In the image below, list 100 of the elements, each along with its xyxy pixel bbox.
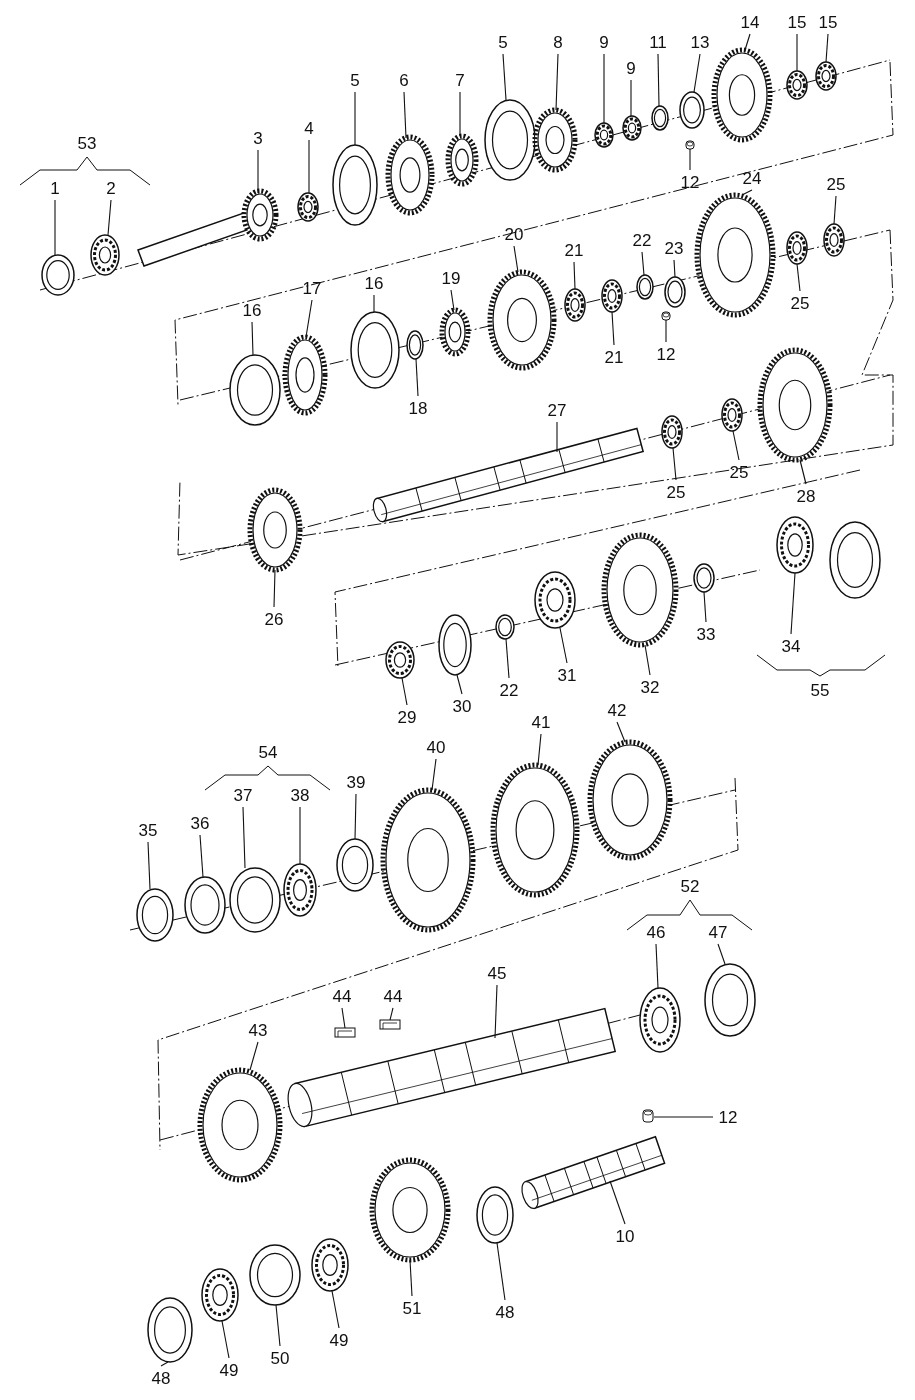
callout-number: 54 bbox=[257, 741, 279, 763]
ring-drawing bbox=[229, 354, 281, 426]
ring-drawing bbox=[136, 888, 174, 942]
leader-line bbox=[494, 984, 498, 1039]
gear-drawing bbox=[380, 787, 476, 933]
leader-line bbox=[537, 733, 542, 766]
callout-number: 4 bbox=[294, 117, 324, 139]
callout-number: 50 bbox=[265, 1347, 295, 1369]
callout-number: 32 bbox=[635, 676, 665, 698]
leader-line bbox=[744, 33, 751, 51]
callout-number: 11 bbox=[643, 31, 673, 53]
bearing-drawing bbox=[721, 398, 743, 432]
gear-drawing bbox=[601, 532, 679, 648]
ring-drawing bbox=[41, 254, 75, 296]
leader-line bbox=[665, 319, 667, 343]
leader-line bbox=[732, 430, 740, 461]
callout-number: 41 bbox=[526, 711, 556, 733]
leader-line bbox=[389, 1007, 394, 1021]
leader-line bbox=[790, 572, 796, 635]
callout-number: 18 bbox=[403, 397, 433, 419]
callout-number: 48 bbox=[490, 1301, 520, 1323]
leader-line bbox=[641, 251, 645, 276]
callout-number: 29 bbox=[392, 706, 422, 728]
callout-number: 35 bbox=[133, 819, 163, 841]
callout-number: 25 bbox=[724, 461, 754, 483]
leader-line bbox=[160, 1361, 169, 1367]
gear-drawing bbox=[241, 188, 279, 242]
callout-number: 34 bbox=[776, 635, 806, 657]
bearing-drawing bbox=[786, 70, 808, 100]
ring-drawing bbox=[476, 1186, 514, 1244]
bearing-drawing bbox=[815, 61, 837, 91]
leader-line bbox=[221, 1320, 230, 1359]
plug-drawing bbox=[685, 140, 695, 150]
leader-line bbox=[717, 943, 726, 965]
ring-drawing bbox=[829, 521, 881, 599]
callout-number: 10 bbox=[610, 1225, 640, 1247]
leader-line bbox=[409, 1259, 413, 1297]
callout-number: 45 bbox=[482, 962, 512, 984]
leader-line bbox=[401, 677, 408, 706]
callout-number: 22 bbox=[494, 679, 524, 701]
callout-number: 25 bbox=[661, 481, 691, 503]
leader-line bbox=[653, 1116, 714, 1118]
leader-line bbox=[703, 591, 707, 623]
ring-drawing bbox=[651, 105, 669, 131]
leader-line bbox=[502, 53, 507, 101]
callout-number: 15 bbox=[813, 11, 843, 33]
ring-drawing bbox=[664, 276, 686, 308]
leader-line bbox=[741, 189, 753, 196]
callout-number: 5 bbox=[340, 69, 370, 91]
leader-line bbox=[689, 148, 691, 171]
gear-drawing bbox=[197, 1067, 283, 1183]
callout-number: 8 bbox=[543, 31, 573, 53]
callout-number: 43 bbox=[243, 1019, 273, 1041]
leader-line bbox=[657, 53, 660, 107]
callout-number: 25 bbox=[785, 292, 815, 314]
bearing-drawing bbox=[661, 415, 683, 449]
callout-number: 6 bbox=[389, 69, 419, 91]
gear-drawing bbox=[532, 107, 578, 173]
gear-drawing bbox=[385, 134, 435, 216]
ring-drawing bbox=[704, 963, 756, 1037]
gear-drawing bbox=[369, 1157, 451, 1263]
leader-line bbox=[341, 1007, 346, 1029]
gear-drawing bbox=[487, 269, 557, 371]
bearing-drawing bbox=[622, 115, 642, 141]
leader-line bbox=[833, 195, 837, 225]
gear-drawing bbox=[247, 487, 303, 573]
ring-drawing bbox=[249, 1244, 301, 1306]
ring-drawing bbox=[679, 91, 705, 129]
plug-drawing bbox=[661, 311, 671, 321]
callout-number: 12 bbox=[713, 1106, 743, 1128]
bearing-drawing bbox=[564, 288, 586, 322]
callout-number: 3 bbox=[243, 127, 273, 149]
ring-drawing bbox=[495, 614, 515, 640]
leader-line bbox=[603, 53, 605, 124]
leader-line bbox=[147, 841, 151, 890]
callout-number: 55 bbox=[809, 679, 831, 701]
leader-line bbox=[573, 261, 576, 290]
callout-number: 51 bbox=[397, 1297, 427, 1319]
leader-line bbox=[257, 149, 259, 194]
callout-number: 9 bbox=[616, 57, 646, 79]
callout-number: 30 bbox=[447, 695, 477, 717]
callout-number: 37 bbox=[228, 784, 258, 806]
callout-number: 16 bbox=[359, 272, 389, 294]
callout-number: 21 bbox=[599, 346, 629, 368]
callout-number: 21 bbox=[559, 239, 589, 261]
callout-number: 25 bbox=[821, 173, 851, 195]
leader-line bbox=[431, 758, 437, 791]
leader-line bbox=[373, 294, 375, 313]
bearing-drawing bbox=[385, 641, 415, 679]
gear-drawing bbox=[711, 47, 773, 143]
callout-number: 36 bbox=[185, 812, 215, 834]
leader-line bbox=[459, 91, 461, 137]
callout-number: 38 bbox=[285, 784, 315, 806]
bearing-drawing bbox=[311, 1238, 349, 1292]
bearing-drawing bbox=[297, 192, 319, 222]
callout-number: 24 bbox=[737, 167, 767, 189]
gear-drawing bbox=[587, 739, 673, 861]
callout-number: 28 bbox=[791, 485, 821, 507]
callout-number: 33 bbox=[691, 623, 721, 645]
gear-drawing bbox=[757, 347, 833, 463]
